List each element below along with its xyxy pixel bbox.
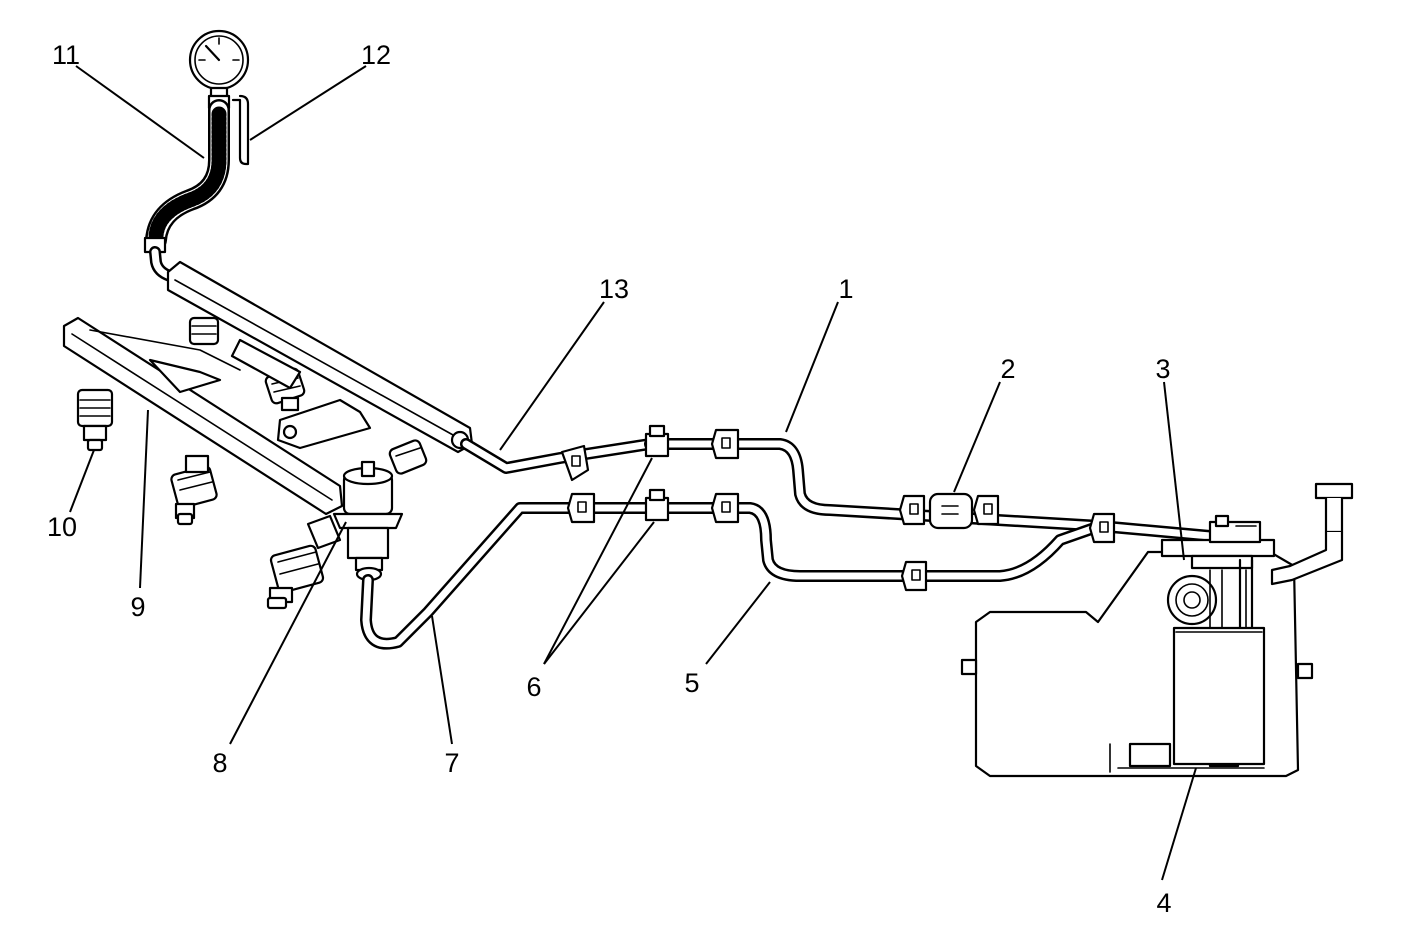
injector-center bbox=[170, 454, 218, 526]
connector bbox=[710, 492, 740, 524]
fuel-pump-module bbox=[1160, 514, 1276, 766]
callout-11: 11 bbox=[52, 40, 80, 70]
quick-connect-upper bbox=[644, 424, 670, 458]
connector bbox=[972, 494, 1000, 526]
callout-3: 3 bbox=[1155, 354, 1170, 384]
callout-labels: 1 2 3 4 5 6 7 8 9 10 11 12 13 bbox=[47, 40, 1172, 918]
injector-left bbox=[76, 388, 114, 452]
bleed-hose bbox=[231, 94, 250, 166]
feed-line bbox=[644, 438, 1106, 532]
injector-front bbox=[266, 544, 325, 610]
callout-13: 13 bbox=[599, 274, 629, 304]
callout-4: 4 bbox=[1156, 888, 1171, 918]
callout-9: 9 bbox=[130, 592, 145, 622]
connector bbox=[566, 492, 596, 524]
pressure-regulator bbox=[332, 460, 404, 582]
connector bbox=[898, 494, 926, 526]
injector bbox=[388, 439, 428, 475]
connector bbox=[710, 428, 740, 460]
fuel-rail-front bbox=[62, 316, 344, 610]
injector bbox=[188, 316, 220, 346]
fuel-filter bbox=[928, 492, 974, 530]
callout-7: 7 bbox=[444, 748, 459, 778]
connector bbox=[560, 444, 590, 482]
callout-8: 8 bbox=[212, 748, 227, 778]
callout-10: 10 bbox=[47, 512, 77, 542]
return-line-front bbox=[360, 502, 586, 650]
callout-6: 6 bbox=[526, 672, 541, 702]
callout-1: 1 bbox=[838, 274, 853, 304]
connector bbox=[1088, 512, 1116, 544]
callout-5: 5 bbox=[684, 668, 699, 698]
callout-2: 2 bbox=[1000, 354, 1015, 384]
feed-line-front bbox=[460, 438, 656, 474]
gauge-hose bbox=[143, 99, 230, 282]
return-line bbox=[574, 502, 1106, 582]
callout-12: 12 bbox=[361, 40, 391, 70]
leader-lines bbox=[69, 65, 1197, 881]
connector bbox=[900, 560, 928, 592]
filler-neck bbox=[1270, 482, 1354, 586]
quick-connect-lower bbox=[644, 488, 670, 522]
